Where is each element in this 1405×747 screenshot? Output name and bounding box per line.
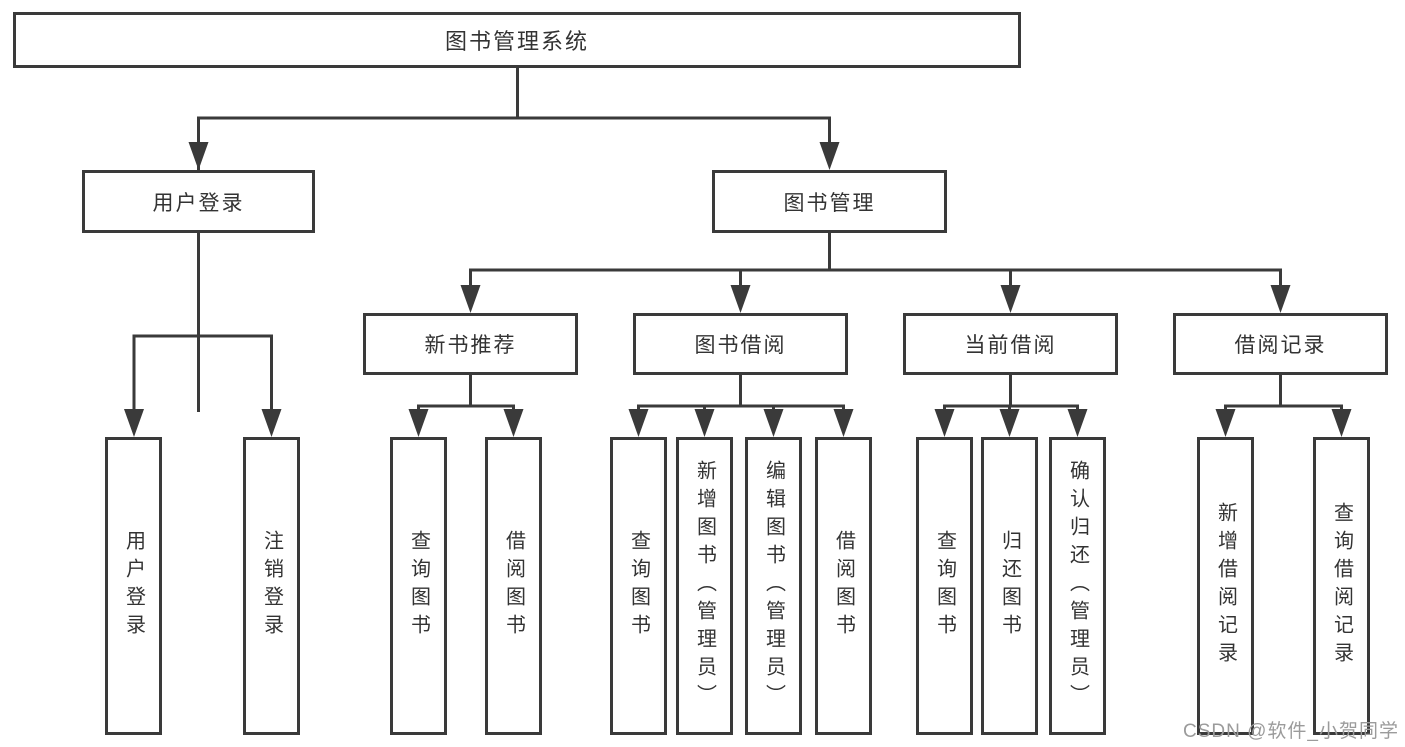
leaf-current-query-books-label: 查询图书 [933, 530, 956, 642]
node-borrowing-records: 借阅记录 [1173, 313, 1388, 375]
leaf-logout-label: 注销登录 [260, 530, 283, 642]
leaf-borrow-borrow-books: 借阅图书 [815, 437, 872, 735]
leaf-records-query-record: 查询借阅记录 [1313, 437, 1370, 735]
leaf-borrow-add-books-admin-label: 新增图书（管理员） [693, 460, 716, 712]
node-book-management: 图书管理 [712, 170, 947, 233]
node-library-management-system: 图书管理系统 [13, 12, 1021, 68]
leaf-current-query-books: 查询图书 [916, 437, 973, 735]
leaf-current-return-books-label: 归还图书 [998, 530, 1021, 642]
leaf-borrow-query-books-label: 查询图书 [627, 530, 650, 642]
leaf-records-query-record-label: 查询借阅记录 [1330, 502, 1353, 670]
node-user-login: 用户登录 [82, 170, 315, 233]
node-current-borrowing: 当前借阅 [903, 313, 1118, 375]
leaf-current-confirm-return-admin-label: 确认归还（管理员） [1066, 460, 1089, 712]
leaf-current-confirm-return-admin: 确认归还（管理员） [1049, 437, 1106, 735]
leaf-records-add-record: 新增借阅记录 [1197, 437, 1254, 735]
leaf-user-login-label: 用户登录 [122, 530, 145, 642]
arrowheads [124, 142, 1352, 437]
leaf-user-login: 用户登录 [105, 437, 162, 735]
leaf-borrow-edit-books-admin: 编辑图书（管理员） [745, 437, 802, 735]
leaf-borrow-edit-books-admin-label: 编辑图书（管理员） [762, 460, 785, 712]
leaf-logout: 注销登录 [243, 437, 300, 735]
leaf-recommend-borrow-books: 借阅图书 [485, 437, 542, 735]
leaf-borrow-query-books: 查询图书 [610, 437, 667, 735]
leaf-recommend-query-books: 查询图书 [390, 437, 447, 735]
csdn-watermark: CSDN @软件_小贺同学 [1183, 721, 1399, 742]
leaf-borrow-add-books-admin: 新增图书（管理员） [676, 437, 733, 735]
leaf-recommend-borrow-books-label: 借阅图书 [502, 530, 525, 642]
leaf-current-return-books: 归还图书 [981, 437, 1038, 735]
node-new-book-recommendation: 新书推荐 [363, 313, 578, 375]
node-book-borrowing: 图书借阅 [633, 313, 848, 375]
leaf-recommend-query-books-label: 查询图书 [407, 530, 430, 642]
leaf-records-add-record-label: 新增借阅记录 [1214, 502, 1237, 670]
leaf-borrow-borrow-books-label: 借阅图书 [832, 530, 855, 642]
